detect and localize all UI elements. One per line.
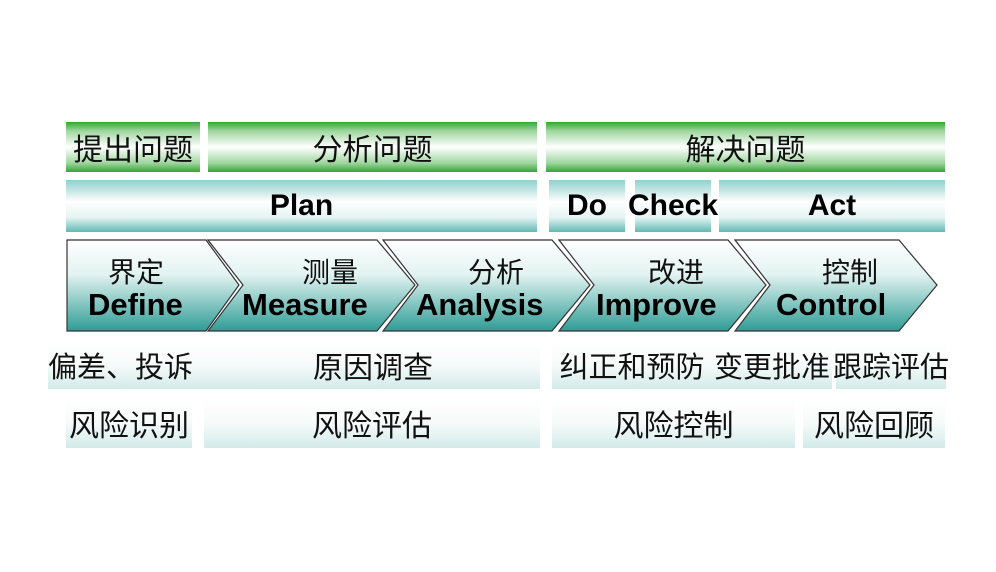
risk-identify-label: 风险识别 [69,409,189,444]
activity-root-cause-box: 原因调查 [206,341,540,389]
phase-propose-label: 提出问题 [73,133,193,168]
dmaic-improve-cn: 改进 [648,256,705,289]
pdca-check-bar: Check [628,180,718,232]
risk-assess-label: 风险评估 [312,409,432,444]
activity-capa-box: 纠正和预防 [552,341,712,389]
risk-assess-box: 风险评估 [204,398,540,448]
dmaic-step-define: 界定 Define [66,239,241,332]
dmaic-analysis-en: Analysis [416,287,544,322]
pdca-plan-label: Plan [269,189,334,222]
pdca-do-bar: Do [549,180,625,232]
activity-tracking-eval-box: 跟踪评估 [833,341,950,389]
risk-identify-box: 风险识别 [66,398,192,448]
phase-analyze-label: 分析问题 [312,133,433,168]
dmaic-define-cn: 界定 [108,256,165,289]
phase-solve-bar: 解决问题 [546,122,945,172]
risk-review-box: 风险回顾 [803,398,945,448]
dmaic-measure-en: Measure [242,287,368,322]
dmaic-analysis-cn: 分析 [468,256,525,289]
dmaic-measure-cn: 测量 [302,256,359,289]
activity-change-approval-label: 变更批准 [713,350,830,384]
activity-root-cause-label: 原因调查 [313,351,433,386]
activity-deviation-complaint-label: 偏差、投诉 [48,350,194,384]
pdca-check-label: Check [627,189,719,222]
dmaic-step-control: 控制 Control [734,239,939,332]
activity-tracking-eval-label: 跟踪评估 [833,350,950,384]
activity-capa-label: 纠正和预防 [559,350,705,384]
pdca-act-bar: Act [719,180,945,232]
risk-control-box: 风险控制 [552,398,795,448]
dmaic-step-improve: 改进 Improve [558,239,768,332]
chevron-arrow-shape [734,239,938,332]
dmaic-control-en: Control [776,287,887,322]
dmaic-define-en: Define [88,287,183,322]
chevron-arrow-shape [207,239,416,332]
chevron-arrow-shape [66,239,240,332]
phase-solve-label: 解决问题 [685,133,806,168]
chevron-arrow-shape [558,239,767,332]
dmaic-step-measure: 测量 Measure [207,239,417,332]
chevron-arrow-shape [382,239,591,332]
activity-deviation-complaint-box: 偏差、投诉 [48,341,207,389]
pdca-act-label: Act [807,189,857,222]
activity-change-approval-box: 变更批准 [712,341,832,389]
pdca-do-label: Do [567,189,607,222]
dmaic-step-analysis: 分析 Analysis [382,239,592,332]
dmaic-improve-en: Improve [596,287,717,322]
phase-analyze-bar: 分析问题 [208,122,537,172]
dmaic-control-cn: 控制 [822,256,879,289]
phase-propose-bar: 提出问题 [66,122,200,172]
risk-review-label: 风险回顾 [814,409,934,444]
risk-control-label: 风险控制 [613,409,734,444]
pdca-plan-bar: Plan [66,180,537,232]
